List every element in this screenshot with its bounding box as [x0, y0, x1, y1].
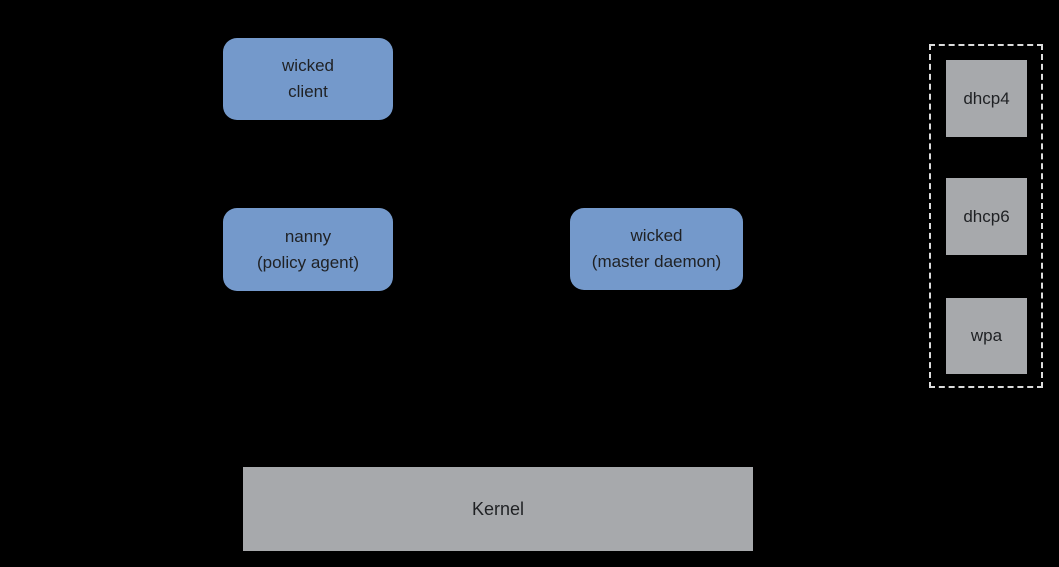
wicked-master-label-line2: (master daemon) — [591, 252, 722, 271]
dhcp6-label: dhcp6 — [963, 206, 1010, 226]
supplicants-dashed-group: dhcp4 dhcp6 wpa — [929, 44, 1043, 388]
wicked-master-label-line1: wicked — [630, 226, 683, 245]
kernel-node: Kernel — [243, 467, 753, 551]
nanny-policy-agent-node: nanny (policy agent) — [223, 208, 393, 291]
dhcp4-node: dhcp4 — [946, 60, 1027, 137]
wicked-client-label-line1: wicked — [282, 56, 334, 75]
wicked-client-label-line2: client — [288, 82, 328, 101]
dhcp4-label: dhcp4 — [963, 88, 1010, 108]
wpa-label: wpa — [970, 326, 1003, 345]
wpa-node: wpa — [946, 298, 1027, 374]
wicked-master-daemon-node: wicked (master daemon) — [570, 208, 743, 290]
nanny-label-line1: nanny — [284, 226, 332, 246]
wicked-client-node: wicked client — [223, 38, 393, 120]
kernel-label: Kernel — [471, 499, 525, 519]
dhcp6-node: dhcp6 — [946, 178, 1027, 255]
nanny-label-line2: (policy agent) — [256, 252, 360, 272]
